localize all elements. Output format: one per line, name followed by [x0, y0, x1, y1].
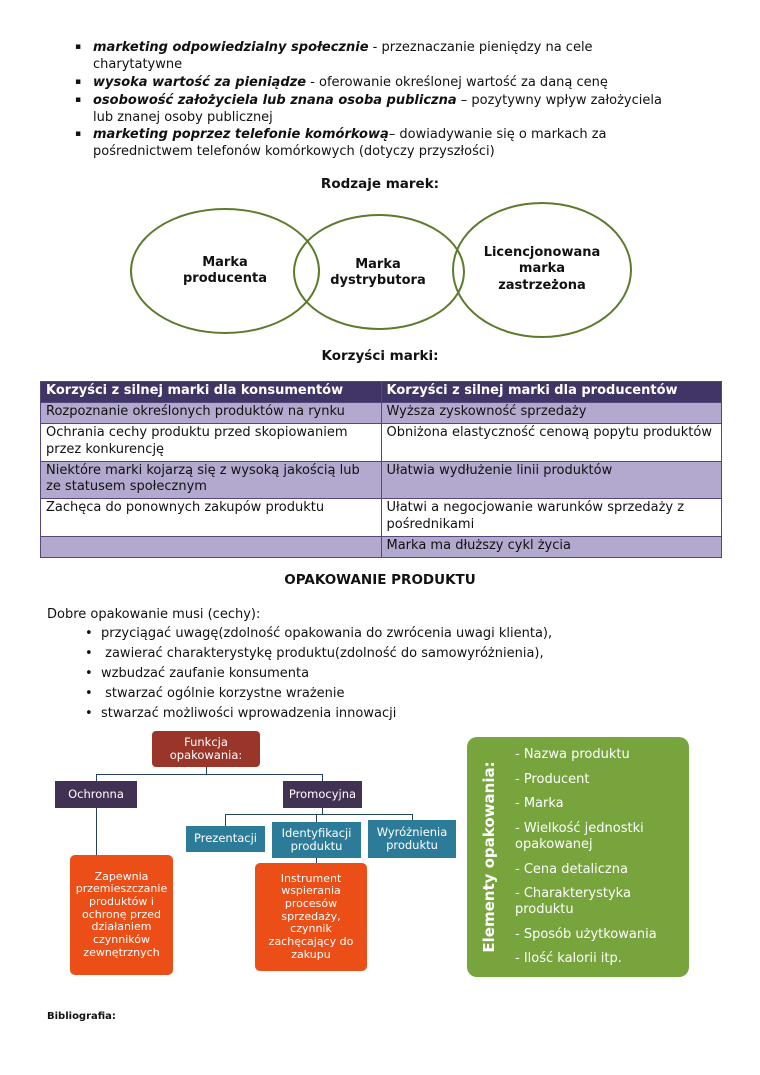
diagram-box-identyfikacji: Identyfikacji produktu [272, 822, 361, 858]
table-cell: Rozpoznanie określonych produktów na ryn… [40, 401, 382, 424]
table-cell: Marka ma dłuższy cykl życia [380, 536, 722, 559]
term-description: – dowiadywanie się o markach za pośredni… [93, 127, 611, 160]
bibliography-label: Bibliografia: [47, 1011, 116, 1022]
list-item: • stwarzać możliwości wprowadzenia innow… [85, 706, 685, 723]
table-row: Niektóre marki kojarzą się z wysoką jako… [40, 460, 722, 500]
diagram-box-root: Funkcja opakowania: [152, 731, 260, 767]
square-bullet-icon: ▪ [75, 42, 82, 52]
list-item: ▪ wysoka wartość za pieniądze - oferowan… [75, 75, 675, 92]
connector-line [206, 767, 207, 774]
packaging-bullet-list: • przyciągać uwagę(zdolność opakowania d… [85, 626, 685, 725]
term-text: wysoka wartość za pieniądze [93, 74, 307, 90]
table-cell [40, 536, 382, 559]
table-cell: Obniżona elastyczność cenową popytu prod… [380, 422, 722, 462]
list-item: - Ilość kalorii itp. [515, 951, 622, 967]
diagram-box-promotion-detail: Instrument wspierania procesów sprzedaży… [255, 863, 367, 971]
connector-line [96, 774, 323, 775]
table-cell: Ochrania cechy produktu przed skopiowani… [40, 422, 382, 462]
benefits-table: Korzyści z silnej marki dla konsumentów … [40, 381, 722, 559]
term-description: - oferowanie określonej wartość za daną … [306, 74, 608, 90]
list-item: ▪ marketing odpowiedzialny społecznie - … [75, 40, 675, 74]
top-bullet-list: ▪ marketing odpowiedzialny społecznie - … [75, 40, 675, 162]
connector-line [316, 858, 317, 863]
dot-bullet-icon: • [85, 705, 93, 721]
table-cell: Wyższa zyskowność sprzedaży [380, 401, 722, 424]
connector-line [225, 814, 226, 826]
term-text: marketing poprzez telefonie komórkową [93, 127, 389, 143]
square-bullet-icon: ▪ [75, 76, 82, 87]
packaging-elements-list: - Nazwa produktu - Producent - Marka - W… [515, 747, 681, 967]
list-item: • stwarzać ogólnie korzystne wrażenie [85, 686, 685, 703]
venn-label-producer: Marka producenta [183, 255, 267, 287]
list-item: • przyciągać uwagę(zdolność opakowania d… [85, 626, 685, 643]
table-cell: Zachęca do ponownych zakupów produktu [40, 498, 382, 538]
table-header-row: Korzyści z silnej marki dla konsumentów … [40, 381, 722, 403]
dot-bullet-icon: • [85, 645, 93, 661]
packaging-intro: Dobre opakowanie musi (cechy): [47, 607, 261, 622]
table-row: Rozpoznanie określonych produktów na ryn… [40, 401, 722, 424]
list-item: • zawierać charakterystykę produktu(zdol… [85, 646, 685, 663]
list-item-text: wzbudzać zaufanie konsumenta [101, 665, 310, 681]
packaging-elements-panel: Elementy opakowania: - Nazwa produktu - … [467, 737, 689, 977]
table-cell: Ułatwia wydłużenie linii produktów [380, 460, 722, 500]
term-text: osobowość założyciela lub znana osoba pu… [93, 92, 457, 108]
packaging-functions-diagram: Funkcja opakowania: Ochronna Promocyjna … [0, 725, 760, 995]
list-item-text: stwarzać możliwości wprowadzenia innowac… [101, 705, 397, 721]
diagram-box-ochronna: Ochronna [55, 781, 137, 808]
venn-diagram: Marka producenta Marka dystrybutora Lice… [0, 200, 760, 350]
list-item-text: wysoka wartość za pieniądze - oferowanie… [93, 75, 668, 92]
list-item: - Marka [515, 796, 564, 812]
list-item: - Sposób użytkowania [515, 926, 657, 942]
venn-ellipse-licensed [452, 202, 632, 338]
diagram-box-prezentacji: Prezentacji [186, 826, 265, 852]
connector-line [316, 814, 317, 822]
list-item: - Nazwa produktu [515, 747, 630, 762]
table-row: Ochrania cechy produktu przed skopiowani… [40, 422, 722, 462]
connector-line [322, 774, 323, 781]
square-bullet-icon: ▪ [75, 94, 82, 105]
packaging-elements-title: Elementy opakowania: [480, 761, 498, 953]
dot-bullet-icon: • [85, 685, 93, 701]
list-item: - Wielkość jednostki opakowanej [515, 821, 644, 852]
diagram-box-protection-detail: Zapewnia przemieszczanie produktów i och… [70, 855, 173, 975]
list-item-text: marketing poprzez telefonie komórkową– d… [93, 127, 668, 161]
term-description: - przeznaczanie pieniędzy na cele charyt… [93, 40, 597, 72]
connector-line [225, 814, 412, 815]
heading-packaging: OPAKOWANIE PRODUKTU [284, 572, 476, 588]
dot-bullet-icon: • [85, 626, 93, 641]
list-item-text: osobowość założyciela lub znana osoba pu… [93, 93, 668, 127]
venn-label-licensed: Licencjonowana marka zastrzeżona [483, 245, 601, 293]
table-cell: Ułatwi a negocjowanie warunków sprzedaży… [380, 498, 722, 538]
list-item-text: stwarzać ogólnie korzystne wrażenie [101, 685, 345, 701]
connector-line [412, 814, 413, 820]
venn-label-distributor: Marka dystrybutora [330, 257, 426, 289]
diagram-box-promocyjna: Promocyjna [283, 781, 362, 808]
table-header-cell: Korzyści z silnej marki dla producentów [380, 381, 722, 403]
diagram-box-wyroznienia: Wyróżnienia produktu [368, 820, 456, 858]
connector-line [96, 774, 97, 781]
list-item: - Cena detaliczna [515, 861, 628, 877]
list-item-text: przyciągać uwagę(zdolność opakowania do … [101, 626, 553, 641]
table-cell: Niektóre marki kojarzą się z wysoką jako… [40, 460, 382, 500]
term-text: marketing odpowiedzialny społecznie [93, 40, 369, 55]
list-item: - Producent [515, 771, 590, 787]
list-item: ▪ osobowość założyciela lub znana osoba … [75, 93, 675, 127]
table-row: Marka ma dłuższy cykl życia [40, 536, 722, 559]
list-item: - Charakterystyka produktu [515, 886, 631, 917]
table-header-cell: Korzyści z silnej marki dla konsumentów [40, 381, 382, 403]
term-description: – pozytywny wpływ założyciela lub znanej… [93, 92, 667, 125]
list-item: • wzbudzać zaufanie konsumenta [85, 666, 685, 683]
list-item-text: zawierać charakterystykę produktu(zdolno… [101, 645, 544, 661]
table-row: Zachęca do ponownych zakupów produktu Uł… [40, 498, 722, 538]
connector-line [322, 808, 323, 814]
connector-line [96, 808, 97, 855]
list-item-text: marketing odpowiedzialny społecznie - pr… [93, 40, 668, 74]
square-bullet-icon: ▪ [75, 129, 82, 140]
heading-brand-types: Rodzaje marek: [320, 176, 440, 192]
list-item: ▪ marketing poprzez telefonie komórkową–… [75, 127, 675, 161]
dot-bullet-icon: • [85, 665, 93, 681]
heading-brand-benefits: Korzyści marki: [321, 348, 439, 364]
